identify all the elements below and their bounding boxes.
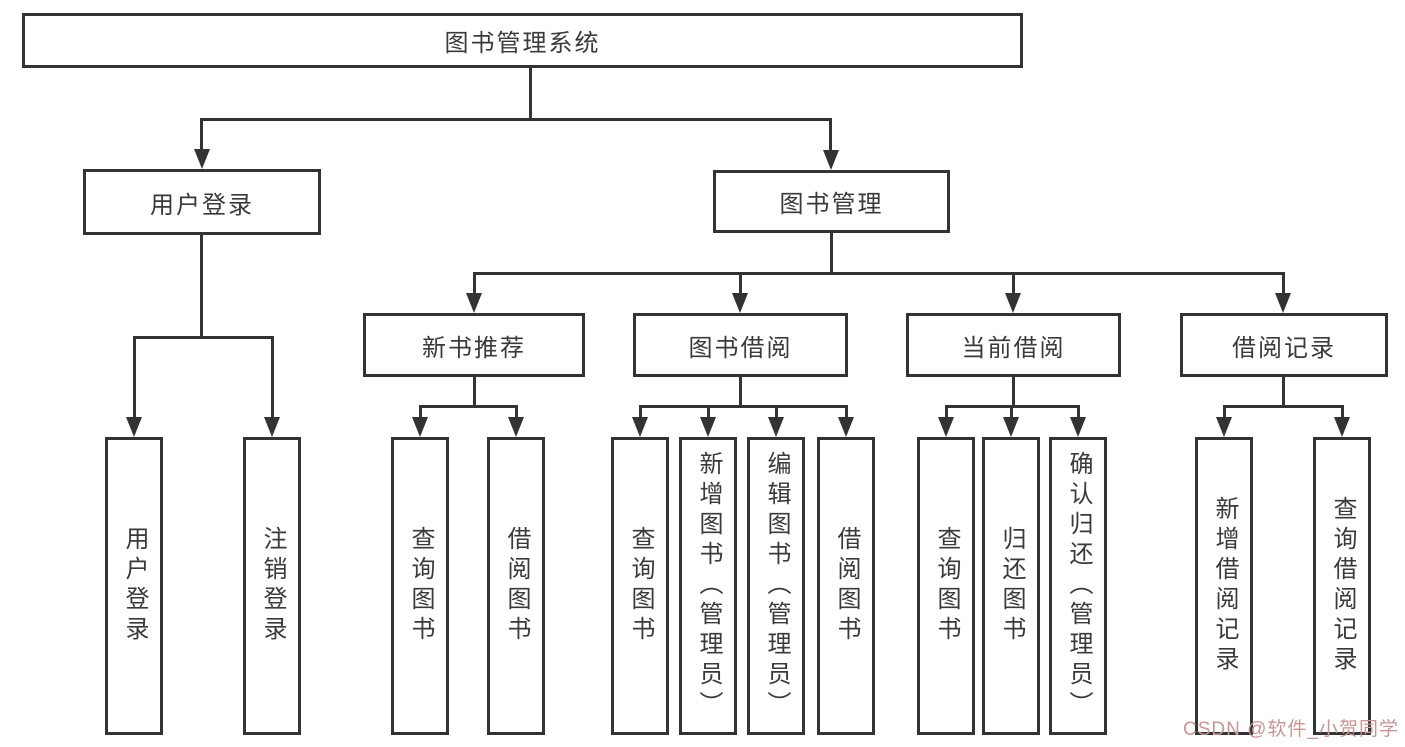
node-book-management-label: 图书管理 — [779, 191, 884, 218]
connector-stem — [775, 405, 778, 421]
arrow-into-leaf-login — [126, 417, 142, 437]
leaf-cb-query-book: 查询图书 — [917, 437, 975, 735]
arrow-into-new-book — [466, 293, 482, 313]
leaf-bb-borrow-book: 借阅图书 — [817, 437, 875, 735]
connector-stem — [639, 405, 642, 421]
leaf-bb-query-book: 查询图书 — [611, 437, 669, 735]
connector-stem — [845, 405, 848, 421]
node-new-book-recommend: 新书推荐 — [363, 313, 585, 377]
connector-stem — [945, 405, 948, 421]
node-borrow-record-label: 借阅记录 — [1232, 334, 1336, 362]
leaf-cb-confirm-return-admin-label: 确认归还（管理员） — [1065, 451, 1092, 721]
leaf-user-login: 用户登录 — [105, 437, 163, 735]
node-root: 图书管理系统 — [22, 13, 1023, 68]
connector-stem — [1077, 405, 1080, 421]
arrow-into-leaf — [768, 417, 784, 437]
connector-stem — [515, 405, 518, 421]
arrow-into-leaf — [508, 417, 524, 437]
arrow-into-leaf-logout — [264, 417, 280, 437]
node-book-management: 图书管理 — [713, 170, 950, 233]
node-borrow-record: 借阅记录 — [1180, 313, 1388, 377]
connector-current-borrow-stub — [1012, 377, 1015, 405]
leaf-bb-borrow-book-label: 借阅图书 — [833, 526, 860, 646]
node-user-login: 用户登录 — [83, 169, 321, 235]
leaf-cb-query-book-label: 查询图书 — [933, 526, 960, 646]
connector-book-borrow-stub — [739, 377, 742, 405]
leaf-nb-query-book-label: 查询图书 — [407, 526, 434, 646]
arrow-into-leaf — [1003, 417, 1019, 437]
connector-stem-book-borrow — [739, 272, 742, 297]
arrow-into-leaf — [938, 417, 954, 437]
connector-stem-book-management — [829, 118, 832, 152]
leaf-bb-add-book-admin-label: 新增图书（管理员） — [695, 451, 722, 721]
arrow-into-book-borrow — [732, 293, 748, 313]
connector-stem — [1341, 405, 1344, 421]
leaf-user-login-label: 用户登录 — [121, 526, 148, 646]
leaf-cb-return-book-label: 归还图书 — [998, 526, 1025, 646]
connector-new-book-stub — [473, 377, 476, 405]
leaf-br-add-record: 新增借阅记录 — [1195, 437, 1253, 735]
arrow-into-leaf — [1216, 417, 1232, 437]
node-user-login-label: 用户登录 — [150, 191, 254, 219]
leaf-br-add-record-label: 新增借阅记录 — [1211, 496, 1238, 676]
leaf-bb-add-book-admin: 新增图书（管理员） — [679, 437, 737, 735]
arrow-into-current-borrow — [1005, 293, 1021, 313]
leaf-br-query-record-label: 查询借阅记录 — [1329, 496, 1356, 676]
arrow-into-leaf — [1070, 417, 1086, 437]
arrow-into-leaf — [838, 417, 854, 437]
leaf-nb-borrow-book-label: 借阅图书 — [503, 526, 530, 646]
leaf-br-query-record: 查询借阅记录 — [1313, 437, 1371, 735]
connector-stem — [707, 405, 710, 421]
connector-root-stub — [529, 68, 532, 118]
connector-stem-leaf-logout — [271, 336, 274, 421]
connector-book-management-stub — [830, 233, 833, 272]
node-current-borrow-label: 当前借阅 — [961, 334, 1066, 362]
connector-borrow-record-stub — [1282, 377, 1285, 405]
connector-new-book-bar — [419, 405, 518, 408]
leaf-cb-return-book: 归还图书 — [982, 437, 1040, 735]
arrow-into-leaf — [412, 417, 428, 437]
arrow-into-leaf — [632, 417, 648, 437]
node-current-borrow: 当前借阅 — [906, 313, 1121, 377]
leaf-logout: 注销登录 — [243, 437, 301, 735]
connector-stem — [419, 405, 422, 421]
leaf-logout-label: 注销登录 — [259, 526, 286, 646]
connector-stem — [1010, 405, 1013, 421]
leaf-nb-query-book: 查询图书 — [391, 437, 449, 735]
connector-level3-bar — [473, 272, 1285, 275]
csdn-watermark: CSDN @软件_小贺同学 — [1183, 719, 1399, 740]
arrow-into-book-management — [823, 150, 839, 170]
leaf-cb-confirm-return-admin: 确认归还（管理员） — [1049, 437, 1107, 735]
node-book-borrow-label: 图书借阅 — [688, 334, 793, 362]
connector-stem-new-book — [473, 272, 476, 297]
connector-book-borrow-bar — [639, 405, 848, 408]
arrow-into-user-login — [194, 149, 210, 169]
leaf-bb-edit-book-admin: 编辑图书（管理员） — [747, 437, 805, 735]
connector-stem-leaf-login — [133, 336, 136, 421]
connector-user-login-stub — [200, 235, 203, 336]
connector-level2-bar — [200, 118, 832, 121]
leaf-bb-query-book-label: 查询图书 — [627, 526, 654, 646]
leaf-bb-edit-book-admin-label: 编辑图书（管理员） — [763, 451, 790, 721]
connector-stem-user-login — [200, 118, 203, 152]
node-new-book-recommend-label: 新书推荐 — [422, 334, 526, 362]
arrow-into-leaf — [1334, 417, 1350, 437]
node-root-label: 图书管理系统 — [444, 30, 601, 57]
connector-user-login-bar — [133, 336, 274, 339]
arrow-into-borrow-record — [1275, 293, 1291, 313]
connector-stem-current-borrow — [1012, 272, 1015, 297]
connector-stem-borrow-record — [1282, 272, 1285, 297]
arrow-into-leaf — [700, 417, 716, 437]
connector-borrow-record-bar — [1223, 405, 1344, 408]
node-book-borrow: 图书借阅 — [633, 313, 848, 377]
leaf-nb-borrow-book: 借阅图书 — [487, 437, 545, 735]
connector-stem — [1223, 405, 1226, 421]
